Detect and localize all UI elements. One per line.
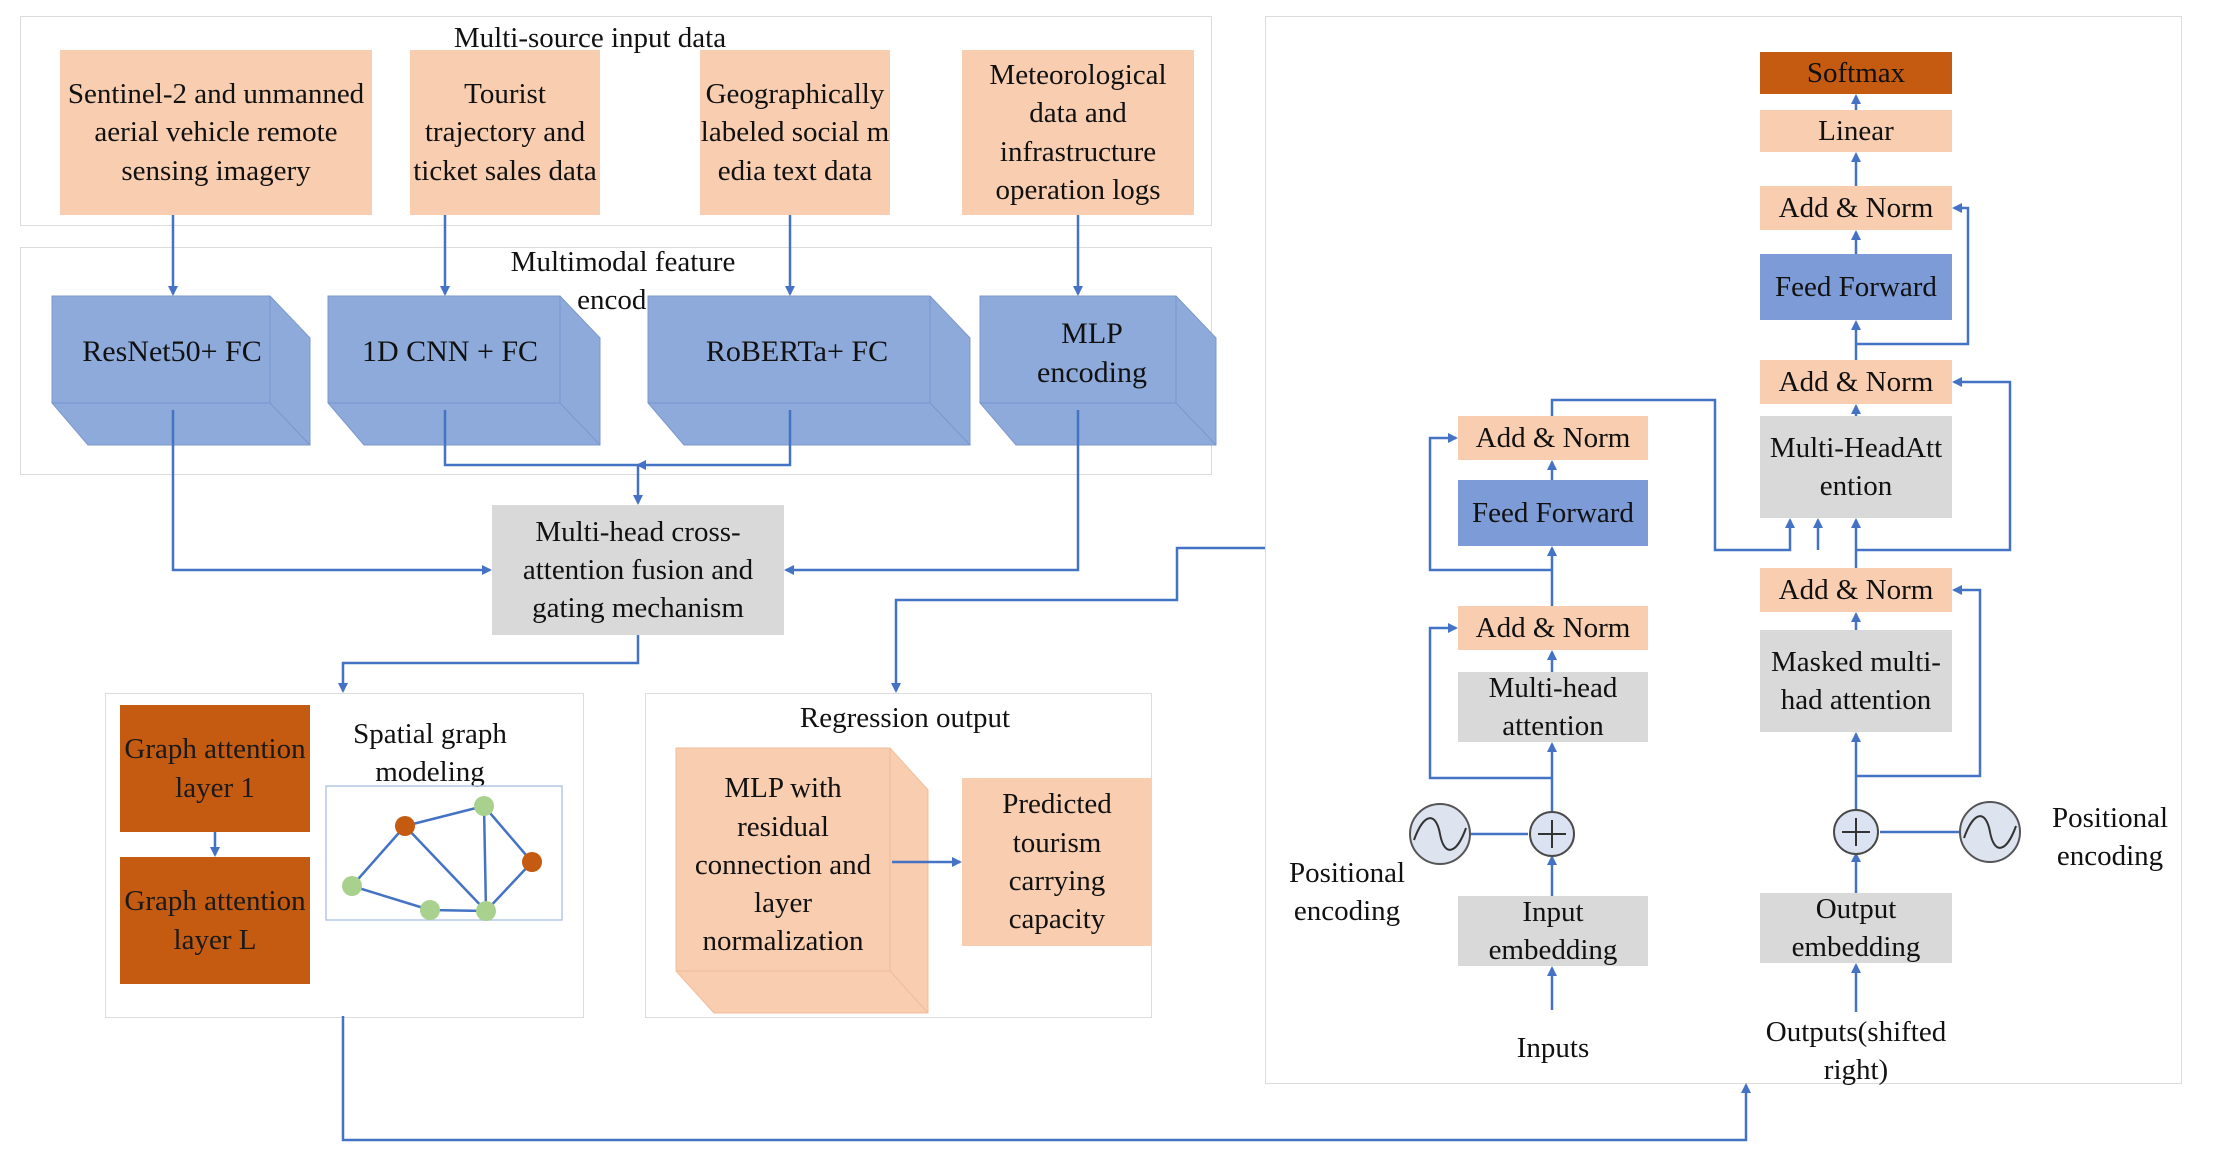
dec-add-norm-1: Add & Norm — [1760, 568, 1952, 612]
dec-outputs-label: Outputs(shifted right) — [1765, 1016, 1947, 1086]
enc-inputs-label: Inputs — [1516, 1032, 1590, 1064]
graph-node — [522, 852, 542, 872]
dec-add-norm-2: Add & Norm — [1760, 360, 1952, 404]
dec-multi-head-attention: Multi-HeadAttention — [1760, 416, 1952, 518]
dec-add-norm-3: Add & Norm — [1760, 186, 1952, 230]
source-tourist-trajectory: Tourist trajectory and ticket sales data — [410, 50, 600, 215]
fusion-box: Multi-head cross-attention fusion and ga… — [492, 505, 784, 635]
graph-node — [476, 901, 496, 921]
enc-add-norm-bottom: Add & Norm — [1458, 606, 1648, 650]
dec-feed-forward: Feed Forward — [1760, 254, 1952, 320]
transformer-frame — [1265, 16, 2182, 1084]
enc-multi-head-attention: Multi-head attention — [1458, 672, 1648, 742]
graph-node — [342, 876, 362, 896]
input-data-frame — [20, 16, 1212, 226]
graph-node — [395, 816, 415, 836]
dec-positional-label: Positional encoding — [2051, 802, 2168, 872]
encoder-section-title: Multimodal feature encoder — [510, 246, 736, 316]
encoder-1dcnn-label: 1D CNN + FC — [361, 335, 539, 368]
dec-masked-attention: Masked multi-had attention — [1760, 630, 1952, 732]
graph-section-title: Spatial graph modeling — [353, 718, 507, 788]
enc-add-circle — [1529, 811, 1575, 857]
dec-output-embedding: Output embedding — [1760, 893, 1952, 963]
dec-positional-wave-icon — [1959, 801, 2021, 863]
encoder-roberta-label: RoBERTa+ FC — [705, 335, 889, 368]
regression-mlp: MLP with residual connection and layer n… — [694, 772, 872, 958]
graph-frame — [105, 693, 584, 1018]
enc-add-norm-top: Add & Norm — [1458, 416, 1648, 460]
graph-node — [420, 900, 440, 920]
encoder-mlp-label: MLP encoding — [1037, 317, 1147, 389]
encoder-resnet-label: ResNet50+ FC — [82, 335, 262, 368]
graph-attention-layer-l: Graph attention layer L — [120, 857, 310, 984]
enc-feed-forward: Feed Forward — [1458, 480, 1648, 546]
graph-node — [474, 796, 494, 816]
regression-section-title: Regression output — [799, 702, 1011, 734]
input-section-title: Multi-source input data — [453, 22, 727, 54]
regression-output: Predicted tourism carrying capacity — [962, 778, 1152, 946]
source-remote-sensing: Sentinel-2 and unmanned aerial vehicle r… — [60, 50, 372, 215]
graph-attention-layer-1: Graph attention layer 1 — [120, 705, 310, 832]
dec-add-circle — [1833, 809, 1879, 855]
dec-linear: Linear — [1760, 110, 1952, 152]
enc-positional-wave-icon — [1409, 803, 1471, 865]
dec-softmax: Softmax — [1760, 52, 1952, 94]
source-meteorological: Meteorological data and infrastructure o… — [962, 50, 1194, 215]
enc-positional-label: Positional encoding — [1288, 857, 1405, 927]
source-social-media: Geographically labeled social media text… — [700, 50, 890, 215]
enc-input-embedding: Input embedding — [1458, 896, 1648, 966]
